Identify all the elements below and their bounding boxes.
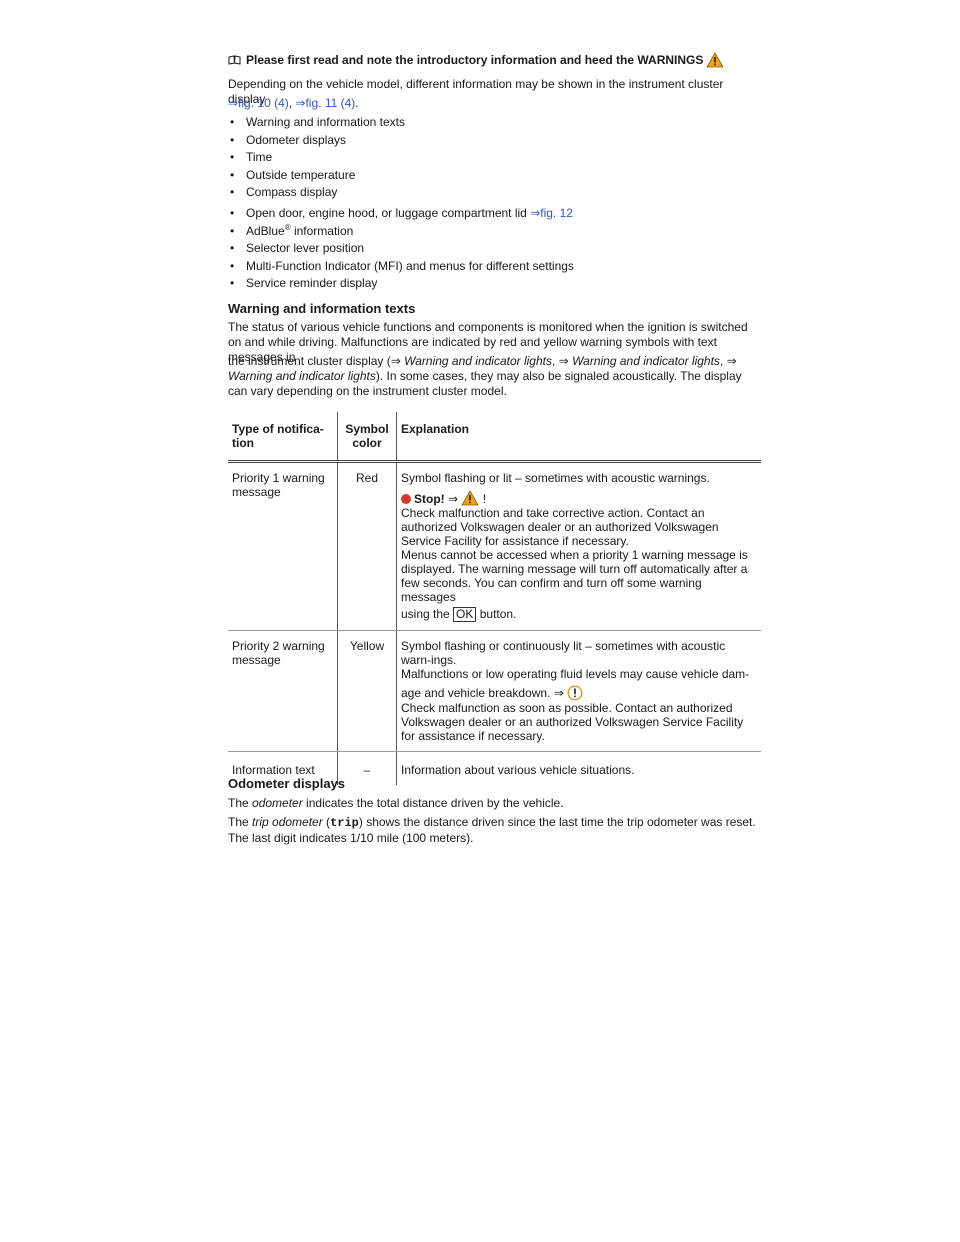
warning-triangle-icon[interactable]: [461, 490, 480, 506]
expl-line: Check malfunction as soon as possible. C…: [401, 701, 744, 743]
warning-paragraph-2: the instrument cluster display (⇒ Warnin…: [228, 354, 760, 399]
intro-heading: Please first read and note the introduct…: [246, 53, 704, 67]
ok-line: using the OK button.: [401, 607, 757, 622]
stop-end: !: [479, 492, 487, 506]
warning-lights-link-2[interactable]: Warning and indicator lights: [572, 354, 720, 368]
warning-paragraph-1: The status of various vehicle functions …: [228, 320, 748, 364]
expl-text: button.: [476, 607, 517, 621]
row-type: Information text: [232, 763, 315, 777]
adblue-rest: information: [290, 223, 354, 238]
header-explanation: Explanation: [396, 412, 761, 463]
fig-separator: ,: [288, 96, 296, 110]
fig12-link[interactable]: ⇒fig. 12: [530, 206, 573, 220]
expl-line: Malfunctions or low operating fluid leve…: [401, 667, 750, 681]
odometer-paragraph-2: The trip odometer (trip) shows the dista…: [228, 815, 760, 846]
p2-text: , ⇒: [552, 354, 573, 368]
display-list-a: Warning and information texts Odometer d…: [228, 114, 405, 202]
expl-line: Symbol flashing or lit – sometimes with …: [401, 471, 710, 485]
list-item-adblue: AdBlue® information: [228, 223, 574, 241]
p2-text: ). In some cases, they may also be signa…: [228, 369, 742, 398]
header-type: Type of notifica-tion: [228, 412, 338, 463]
stop-icon: [401, 494, 411, 504]
door-text: Open door, engine hood, or luggage compa…: [246, 206, 531, 220]
intro-fig-refs: ⇒fig. 10 (4), ⇒fig. 11 (4).: [228, 96, 359, 111]
row-color: Red: [337, 461, 397, 631]
odo-text: (: [322, 815, 331, 829]
table-row: Information text – Information about var…: [228, 751, 761, 785]
warning-section-title: Warning and information texts: [228, 301, 416, 316]
warning-lights-link-3[interactable]: Warning and indicator lights: [228, 369, 376, 383]
list-item: Selector lever position: [228, 240, 574, 258]
odometer-term: odometer: [252, 796, 303, 810]
row-type: Priority 1 warning message: [228, 461, 338, 631]
warning-lights-link-1[interactable]: Warning and indicator lights: [404, 354, 552, 368]
p2-text: the instrument cluster display (⇒: [228, 354, 405, 368]
intro-text: Depending on the vehicle model, differen…: [228, 77, 724, 106]
display-list-b: Open door, engine hood, or luggage compa…: [228, 205, 574, 293]
odometer-paragraph-1: The odometer indicates the total distanc…: [228, 796, 564, 811]
expl-line: Symbol flashing or continuously lit – so…: [401, 639, 726, 667]
row-color: Yellow: [337, 630, 397, 752]
header-symbol-color: Symbol color: [337, 412, 397, 463]
table-header-row: Type of notifica-tion Symbol color Expla…: [228, 412, 761, 463]
ok-button-label: OK: [453, 607, 477, 622]
trip-code: trip: [330, 816, 359, 830]
list-item: Outside temperature: [228, 167, 405, 185]
expl-line: Menus cannot be accessed when a priority…: [401, 548, 748, 604]
odometer-section-title: Odometer displays: [228, 776, 346, 791]
warning-triangle-icon: [706, 52, 725, 68]
odo-text: indicates the total distance driven by t…: [302, 796, 564, 810]
table-row: Priority 2 warning message Yellow Symbol…: [228, 630, 761, 752]
list-item: Time: [228, 149, 405, 167]
row-color: –: [337, 751, 397, 785]
caution-line: age and vehicle breakdown. ⇒: [401, 685, 757, 701]
list-item: Service reminder display: [228, 275, 574, 293]
row-explanation: Symbol flashing or continuously lit – so…: [396, 630, 761, 752]
p2-text: , ⇒: [719, 354, 737, 368]
list-item: Compass display: [228, 184, 405, 202]
fig10-link[interactable]: ⇒fig. 10 (4): [228, 96, 289, 110]
intro-paragraph: Depending on the vehicle model, differen…: [228, 77, 764, 107]
odo-text: The: [228, 796, 253, 810]
stop-arrow: ⇒: [444, 492, 462, 506]
row-type: Priority 2 warning message: [228, 630, 338, 752]
odo-text: ) shows the distance driven since the la…: [228, 815, 756, 845]
notification-table: Type of notifica-tion Symbol color Expla…: [228, 412, 761, 785]
list-item: Warning and information texts: [228, 114, 405, 132]
expl-text: age and vehicle breakdown. ⇒: [401, 686, 564, 700]
fig11-link[interactable]: ⇒fig. 11 (4): [295, 96, 356, 110]
list-item-door: Open door, engine hood, or luggage compa…: [228, 205, 574, 223]
table-row: Priority 1 warning message Red Symbol fl…: [228, 461, 761, 631]
list-item: Multi-Function Indicator (MFI) and menus…: [228, 258, 574, 276]
trip-odometer-term: trip odometer: [252, 815, 323, 829]
adblue-text: AdBlue: [246, 223, 285, 238]
fig-end: .: [355, 96, 359, 110]
registered-mark: ®: [284, 222, 291, 232]
stop-label: Stop!: [414, 492, 445, 506]
intro-heading-line: Please first read and note the introduct…: [228, 52, 725, 68]
book-icon: [228, 55, 241, 65]
row-explanation: Information about various vehicle situat…: [396, 751, 761, 785]
odo-text: The: [228, 815, 253, 829]
list-item: Odometer displays: [228, 132, 405, 150]
stop-line: Stop! ⇒ !: [401, 490, 757, 506]
expl-line: Check malfunction and take corrective ac…: [401, 506, 719, 548]
exclamation-circle-icon[interactable]: [567, 685, 583, 701]
expl-text: using the: [401, 607, 454, 621]
row-explanation: Symbol flashing or lit – sometimes with …: [396, 461, 761, 631]
